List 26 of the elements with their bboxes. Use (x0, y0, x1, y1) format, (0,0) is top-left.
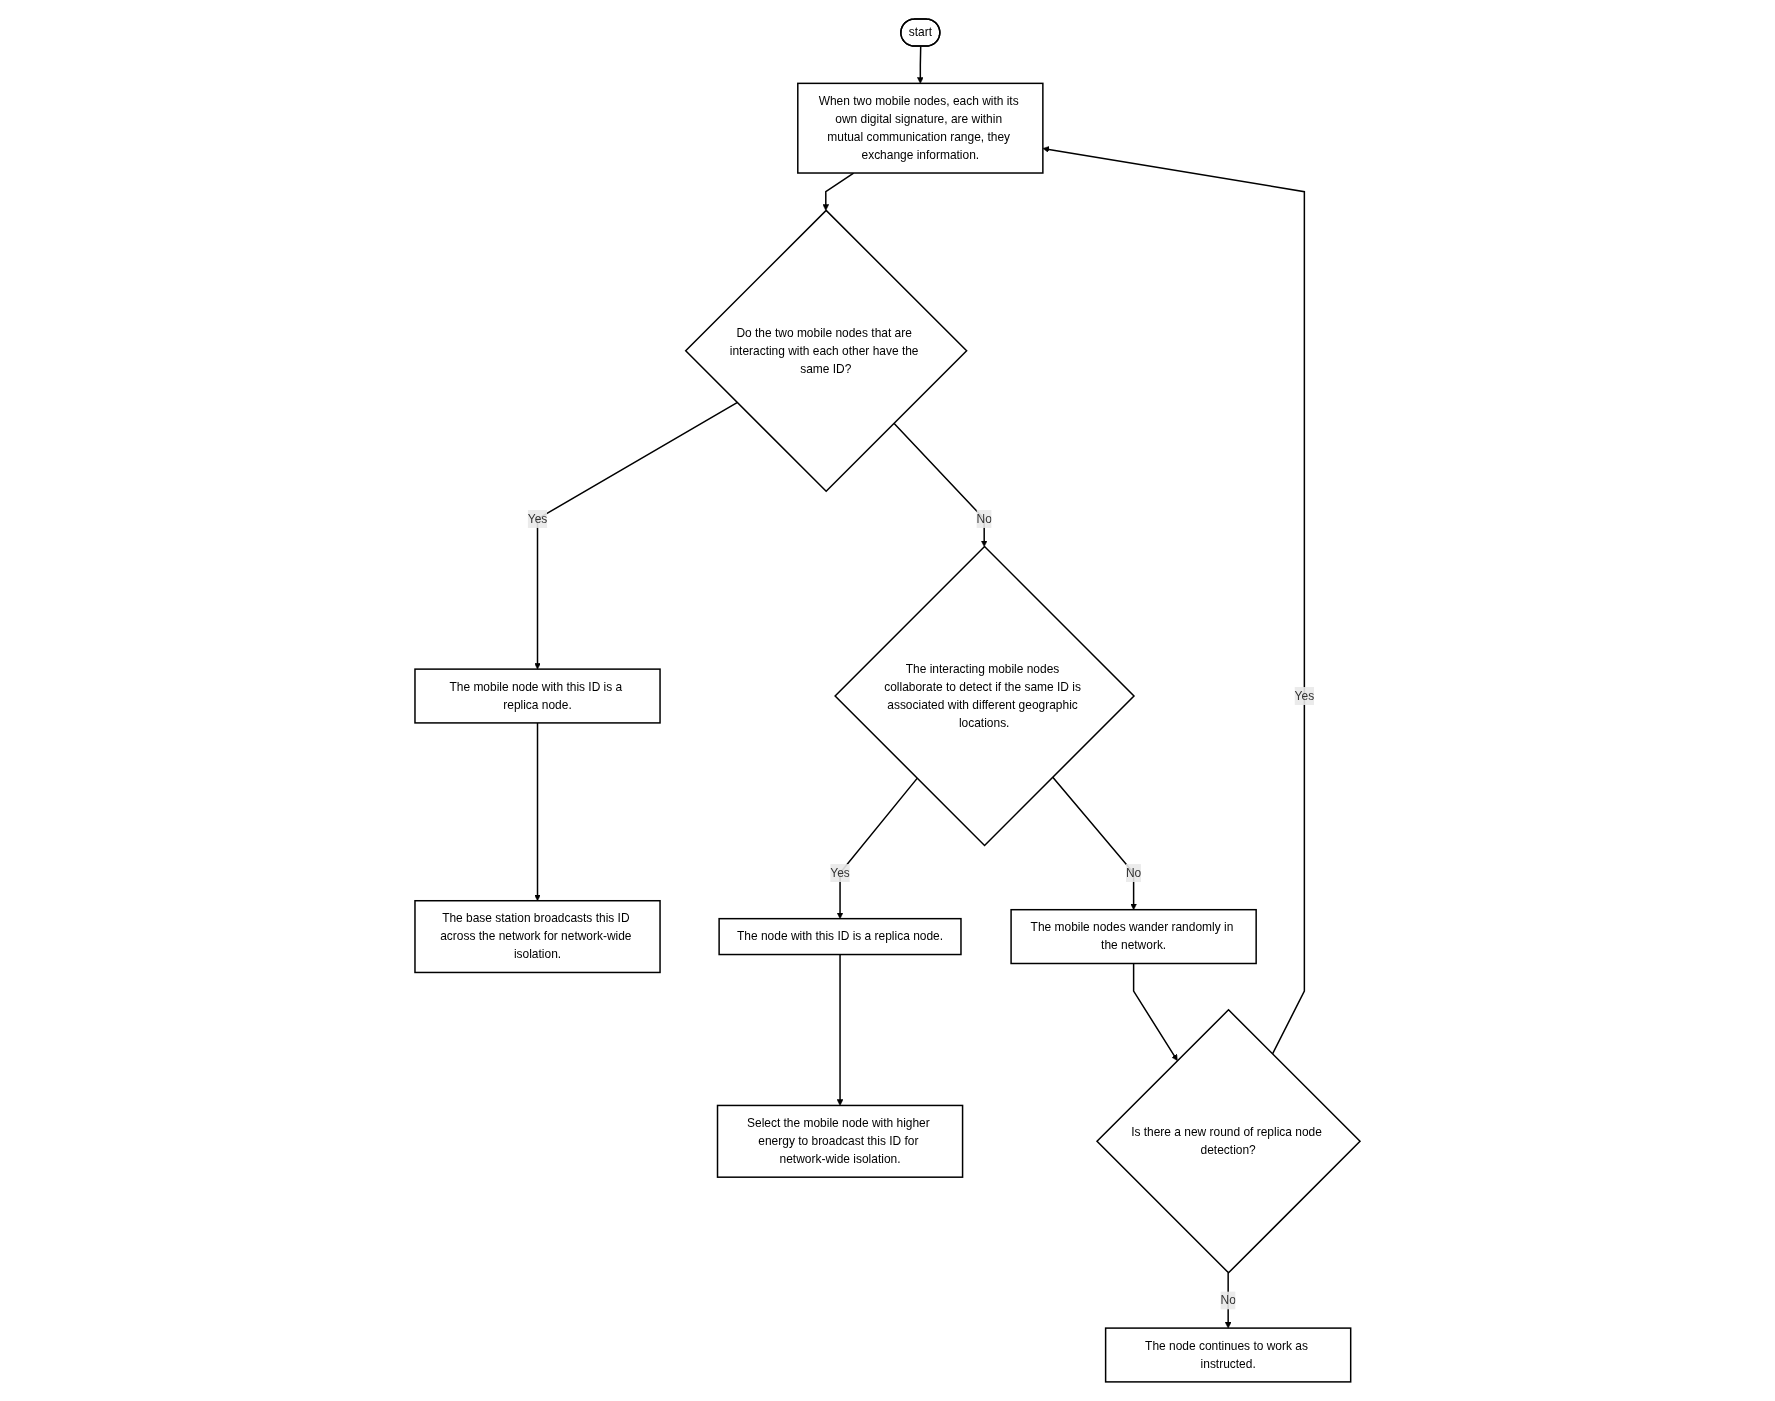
arrow (893, 422, 988, 547)
edge-label: Yes (1294, 689, 1315, 702)
node-diamond: Is there a new round of replica node detection? (1095, 1008, 1362, 1274)
arrow (836, 953, 844, 1106)
node-box: The base station broadcasts this ID across the network for network-wide isolation. (414, 900, 661, 974)
node-box: The node with this ID is a replica node. (718, 917, 962, 956)
edge-label: No (1220, 1293, 1236, 1307)
arrow (836, 777, 918, 919)
arrow (534, 722, 541, 902)
node-diamond: Do the two mobile nodes that are interacting with each other have the same ID? (684, 209, 968, 493)
edge-label: Yes (830, 866, 850, 880)
edge-label: No (976, 512, 992, 525)
arrow (534, 401, 738, 670)
arrow (1042, 146, 1306, 1055)
node-box: Select the mobile node with higher energy to broadcast this ID for network-wide isolation. (716, 1104, 964, 1178)
node-diamond: The interacting mobile nodes collaborate to detect if the same ID is associated with different geographic locations. (834, 545, 1136, 847)
edge-label: Yes (527, 512, 548, 525)
node-box: The mobile node with this ID is a replica node. (414, 668, 661, 724)
node-box: The node continues to work as instructed. (1104, 1327, 1352, 1383)
node-box: The mobile nodes wander randomly in the network. (1010, 908, 1257, 965)
arrow (917, 45, 924, 84)
node-box: When two mobile nodes, each with its own digital signature, are within mutual communication range, they exchange information. (797, 82, 1044, 174)
arrow (822, 172, 855, 211)
edge-label: No (1125, 866, 1142, 880)
arrow (1132, 962, 1178, 1061)
arrow (1051, 776, 1137, 910)
